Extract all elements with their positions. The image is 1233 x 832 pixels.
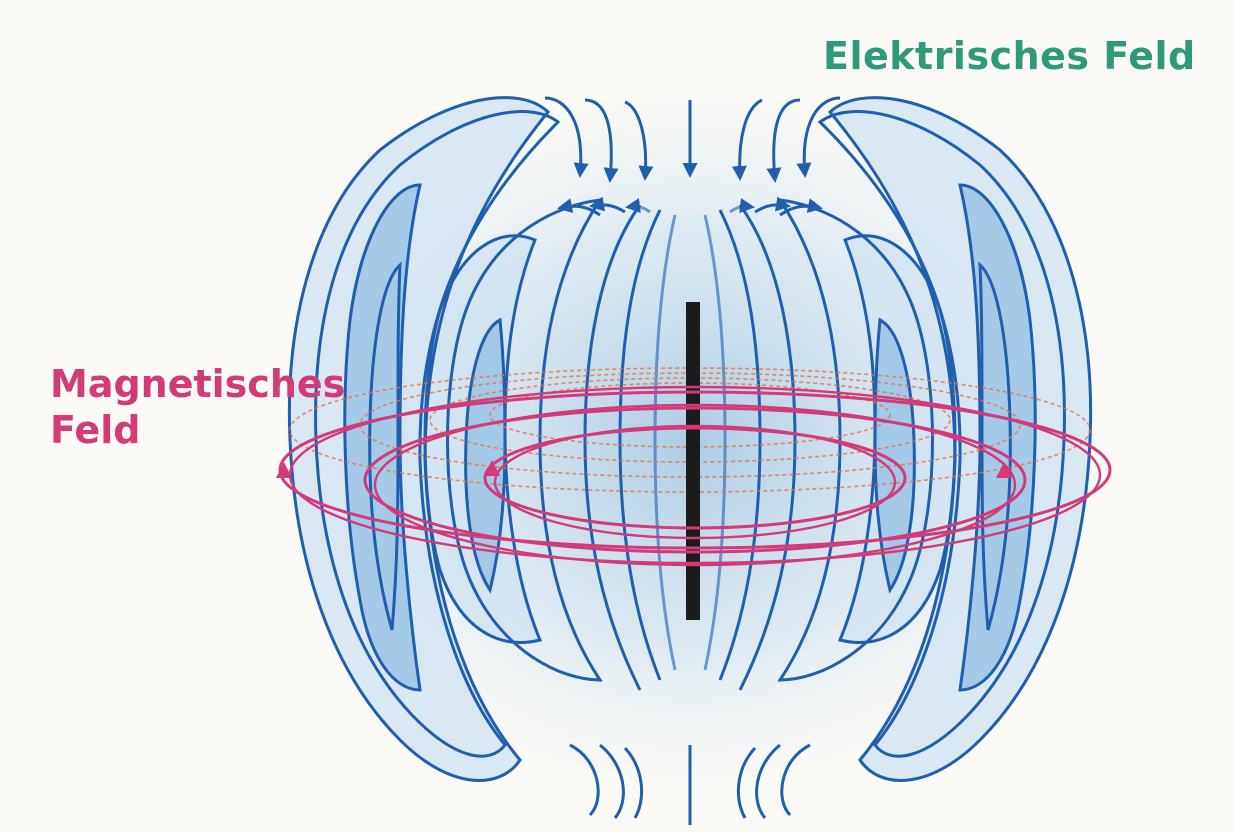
electric-field-lobe-cores bbox=[344, 185, 1036, 690]
electric-field-label: Elektrisches Feld bbox=[823, 34, 1196, 78]
magnetic-field-label: Magnetisches Feld bbox=[50, 362, 345, 453]
arrowhead-icon bbox=[996, 462, 1012, 478]
magnetic-field-label-line1: Magnetisches bbox=[50, 362, 346, 406]
arrowhead-icon bbox=[484, 460, 500, 476]
magnetic-field-arrows bbox=[276, 460, 1012, 478]
arrowhead-icon bbox=[276, 462, 292, 478]
dipole-antenna-bar bbox=[686, 302, 700, 620]
magnetic-field-label-line2: Feld bbox=[50, 407, 141, 452]
